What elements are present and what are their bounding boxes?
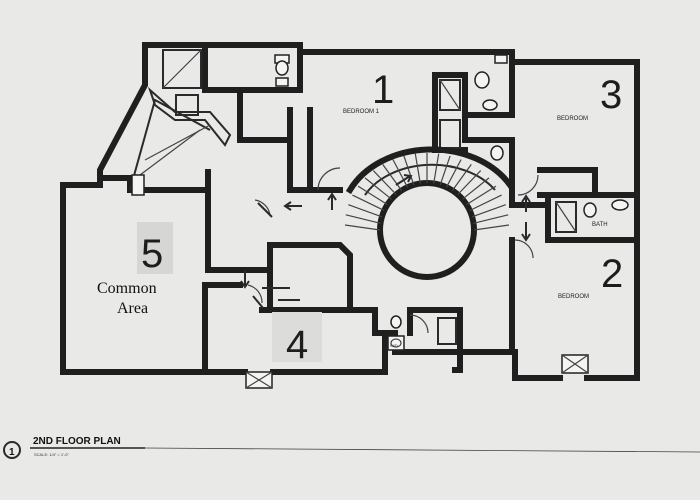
stair-tread — [357, 185, 388, 206]
stair-tread — [469, 194, 502, 212]
shower-icon — [439, 79, 461, 111]
bath-label: BATH — [592, 222, 608, 228]
sink-icon — [611, 199, 629, 211]
room-5-highlight — [137, 222, 173, 274]
sink-icon — [482, 99, 498, 111]
washer-dryer-icon — [387, 335, 405, 351]
room-4-number: 4 — [286, 323, 308, 367]
stair-tread — [403, 155, 415, 186]
stair-tread — [473, 214, 509, 224]
room-3-number: 3 — [600, 73, 622, 117]
room-5-label-line1: Common — [97, 280, 157, 297]
bath-fixtures — [274, 54, 629, 351]
stair-tread — [445, 159, 462, 188]
room-labels: 1 BEDROOM 1 3 BEDROOM 2 BEDROOM 4 5 Comm… — [97, 68, 623, 367]
arrow-icon — [395, 174, 413, 186]
room-1-label: BEDROOM 1 — [343, 109, 380, 115]
window-units — [131, 174, 589, 389]
arrow-up-icon — [327, 192, 337, 210]
stair-tread — [352, 194, 385, 212]
title-block: 1 2ND FLOOR PLAN SCALE: 1/4" = 1'-0" — [3, 436, 700, 459]
spiral-staircase — [344, 146, 515, 280]
arrow-down-icon — [521, 222, 531, 242]
stair-tread — [364, 177, 392, 200]
arrow-down-icon — [240, 270, 250, 289]
stair-tread — [392, 159, 409, 188]
stair-tread — [372, 170, 397, 195]
room-2-label: BEDROOM — [558, 294, 589, 300]
toilet-icon — [390, 315, 402, 329]
room-5-label-line2: Area — [117, 300, 148, 317]
stair-tread — [457, 170, 482, 195]
doors — [247, 167, 539, 334]
toilet-icon — [583, 202, 597, 218]
room-4-highlight — [272, 312, 322, 362]
stair-tread — [451, 164, 472, 191]
stair-tread — [473, 224, 510, 231]
wd-label: W/D — [390, 343, 398, 348]
stair-tread — [344, 224, 381, 231]
toilet-icon — [490, 145, 504, 161]
stair-tread — [382, 164, 403, 191]
stair-tread — [471, 204, 506, 218]
room-1-number: 1 — [372, 68, 394, 112]
drawing-number: 1 — [9, 447, 15, 458]
drawing-scale: SCALE: 1/4" = 1'-0" — [34, 452, 69, 457]
drawing-title: 2ND FLOOR PLAN — [33, 436, 121, 447]
stair-tread — [439, 155, 451, 186]
upper-left-stair-shaft — [129, 49, 232, 191]
stair-tread — [414, 153, 421, 184]
room-5-number: 5 — [141, 232, 163, 276]
arrow-up-icon — [521, 194, 531, 212]
arrow-left-icon — [283, 201, 302, 211]
stair-tread — [345, 214, 381, 224]
stair-tread — [466, 185, 497, 206]
toilet-icon — [474, 71, 490, 89]
room-2-number: 2 — [601, 252, 623, 296]
interior-walls — [60, 42, 640, 375]
stair-tread — [433, 153, 440, 184]
direction-arrows — [240, 174, 531, 309]
room-3-label: BEDROOM — [557, 116, 588, 122]
toilet-bowl-icon — [275, 60, 289, 76]
stair-tread — [348, 204, 383, 218]
stair-tread — [462, 177, 490, 200]
drawing-number-circle — [3, 441, 21, 459]
sink-icon — [275, 77, 289, 87]
shower-icon — [555, 201, 577, 233]
